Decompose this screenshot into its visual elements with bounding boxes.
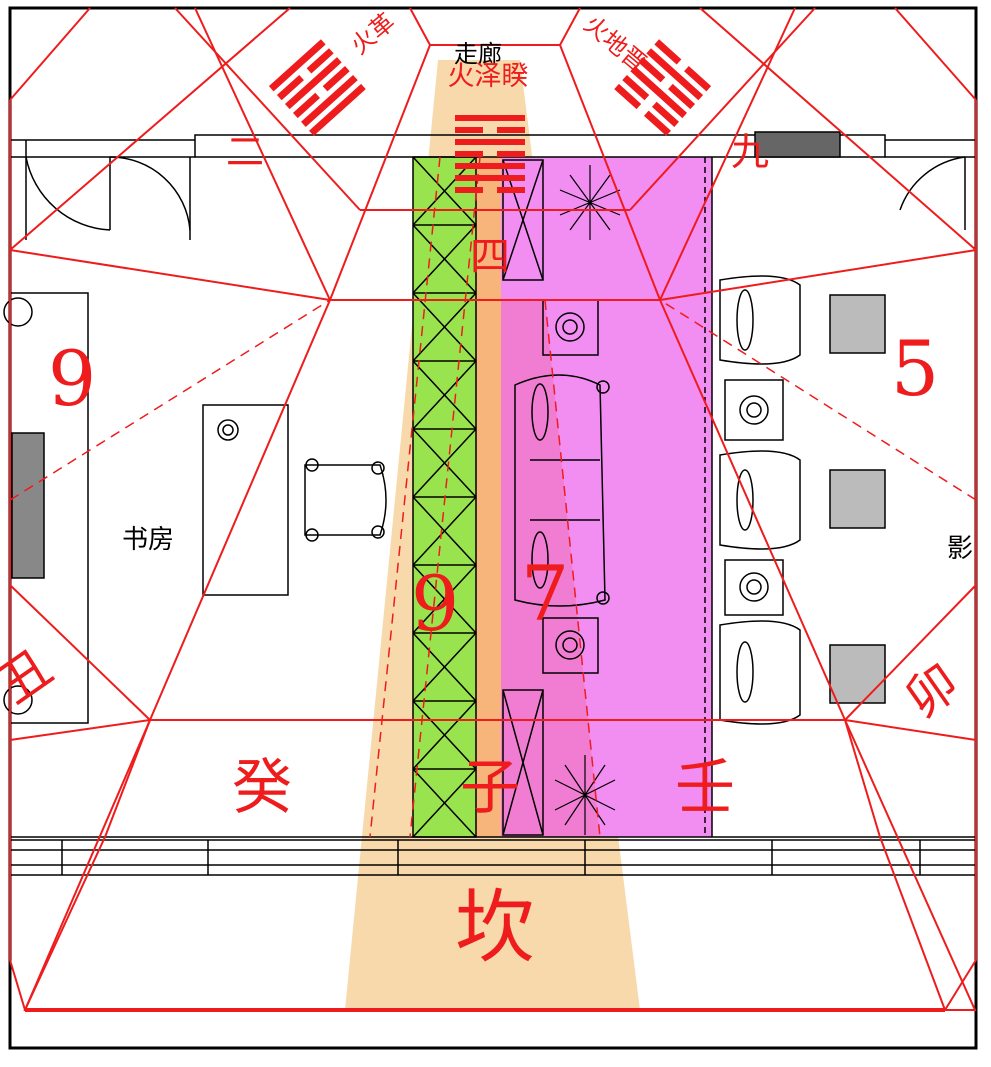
palace-number-center-right: 7 (521, 549, 569, 638)
corridor-label: 走廊 (454, 40, 502, 68)
screen-label: 影 (947, 534, 973, 564)
gua-two-label: 二 (226, 130, 264, 174)
hexagram-left-icon (268, 39, 366, 136)
palace-number-left: 9 (48, 334, 96, 423)
study-room-label: 书房 (122, 525, 174, 555)
palace-number-right: 5 (891, 324, 939, 413)
mountain-gui-label: 癸 (232, 753, 292, 823)
mountain-ren-label: 壬 (675, 753, 735, 823)
palace-number-center-left: 9 (411, 559, 459, 648)
bagua-overlay (9, 7, 977, 1012)
trigram-kan-label: 坎 (455, 881, 535, 974)
orange-strip (476, 157, 501, 837)
hexagram-center-icon (455, 115, 525, 193)
hexagram-center-name: 火泽睽 (448, 61, 529, 92)
hexagram-right-icon (614, 39, 712, 136)
mountain-zi-label: 子 (460, 753, 520, 823)
gua-four-label: 四 (470, 234, 510, 280)
pink-overlap-zone (501, 300, 600, 837)
gua-nine-label: 九 (731, 130, 769, 174)
